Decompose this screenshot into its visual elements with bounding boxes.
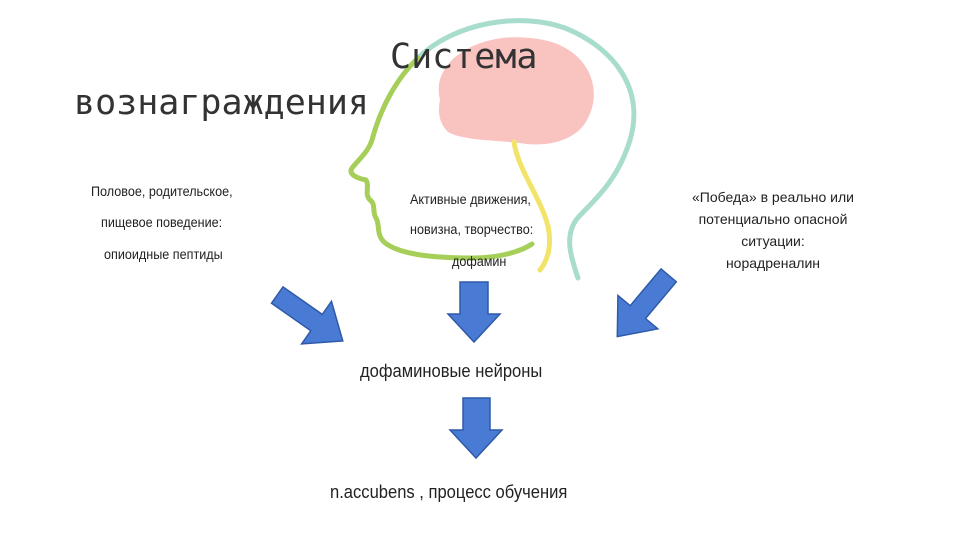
center-factor-line-3: дофамин (452, 253, 507, 269)
brainstem-line (511, 139, 553, 273)
page-title-line-1: Система (390, 37, 538, 77)
accumbens-learning-label: n.accubens , процесс обучения (330, 482, 568, 502)
arrow-down-upper (446, 281, 502, 344)
left-factor-line-3: опиоидные пептиды (104, 246, 223, 262)
left-factor-line-2: пищевое поведение: (101, 214, 223, 230)
right-factor-line-2: потенциально опасной (698, 211, 848, 227)
head-back-outline (415, 18, 637, 281)
page-title-line-2: вознаграждения (74, 83, 370, 123)
right-factor-line-3: ситуации: (741, 233, 805, 249)
left-factor-line-1: Половое, родительское, (91, 183, 233, 199)
arrow-left-diagonal (270, 285, 344, 345)
center-factor-line-2: новизна, творчество: (410, 221, 534, 237)
right-factor-line-4: норадреналин (725, 255, 821, 271)
arrow-down-lower (448, 397, 504, 460)
center-factor-line-1: Активные движения, (410, 191, 531, 207)
face-profile-outline (348, 55, 535, 261)
brain-shape (438, 37, 594, 145)
right-factor-line-1: «Победа» в реально или (692, 189, 854, 205)
right-factor-text: «Победа» в реально или потенциально опас… (668, 186, 878, 274)
dopamine-neurons-label: дофаминовые нейроны (360, 361, 543, 381)
arrow-right-diagonal (616, 267, 678, 338)
